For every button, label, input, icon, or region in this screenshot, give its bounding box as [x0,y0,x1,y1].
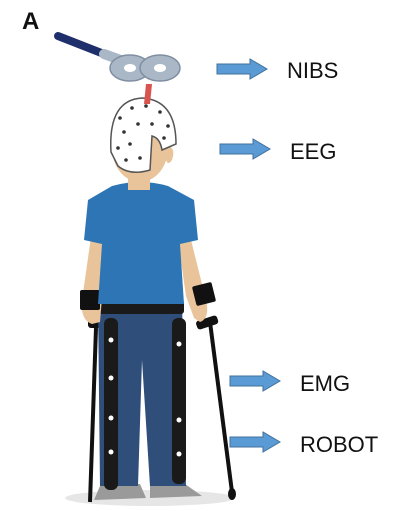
right-arrow-icon [229,431,281,453]
left-shoe [94,484,146,500]
robot-label: ROBOT [300,434,378,456]
right-arrow-icon [219,138,271,160]
emg-label: EMG [300,373,350,395]
eeg-cap-icon [111,98,176,172]
right-arrow-icon [216,58,268,80]
right-shoe [150,484,202,498]
shirt [84,182,198,304]
right-crutch [195,315,236,500]
right-arrow-icon [229,370,281,392]
panel-letter: A [22,8,39,36]
left-wristband [80,290,100,310]
tms-coil-icon [58,36,180,81]
eeg-label: EEG [290,141,336,163]
nibs-label: NIBS [287,60,338,82]
